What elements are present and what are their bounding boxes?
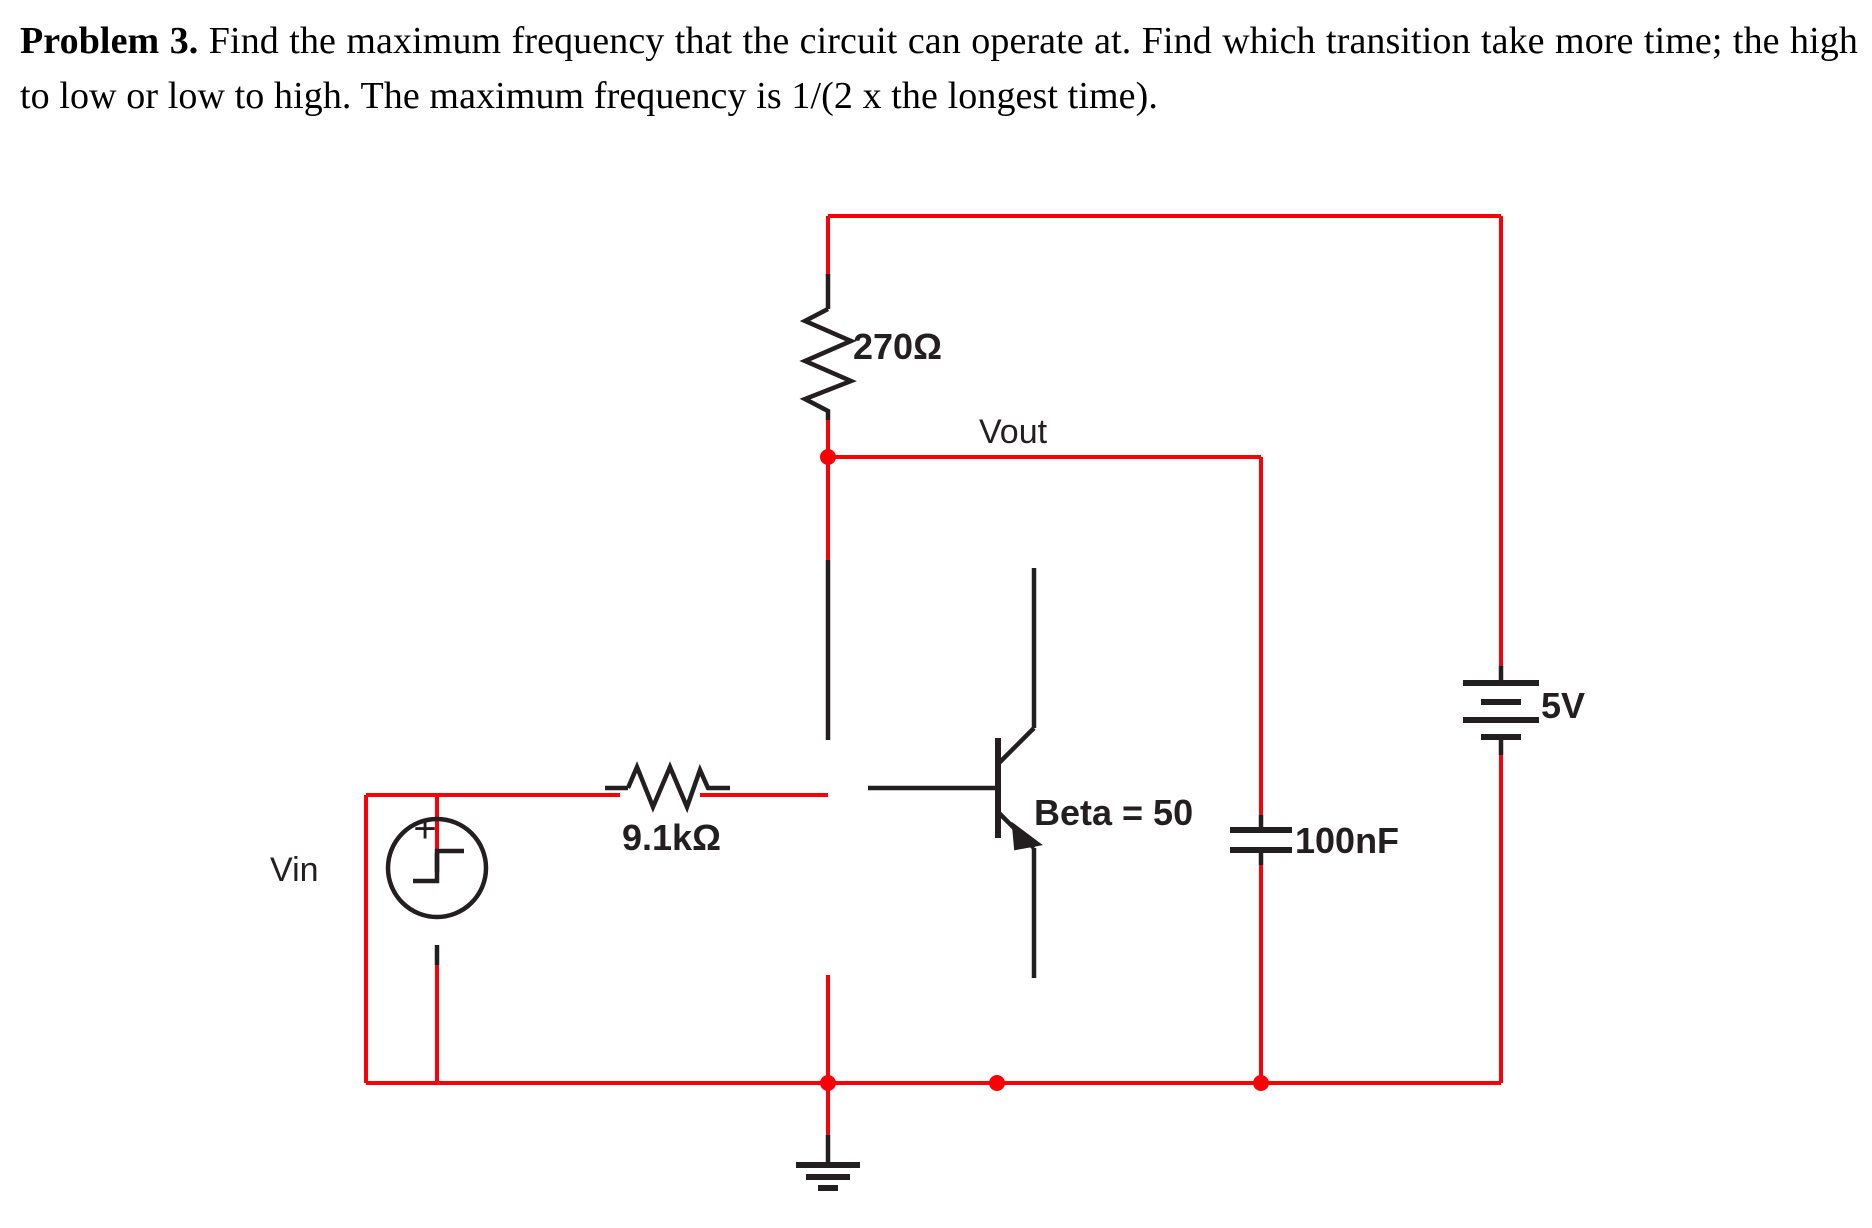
collector-resistor — [799, 274, 857, 420]
input-source-plus-sign: + — [413, 807, 436, 851]
collector-resistor-zigzag — [799, 307, 857, 420]
transistor-collector-slant — [996, 726, 1036, 766]
vout-label: Vout — [979, 413, 1048, 451]
load-capacitor — [1230, 815, 1292, 865]
problem-statement: Problem 3. Find the maximum frequency th… — [20, 14, 1858, 123]
input-source — [385, 816, 489, 965]
problem-label: Problem 3. — [20, 20, 209, 62]
transistor-beta-label: Beta = 50 — [1034, 792, 1193, 833]
base-resistor-label: 9.1kΩ — [622, 817, 721, 858]
input-source-label: Vin — [270, 851, 319, 889]
problem-body: Find the maximum frequency that the circ… — [20, 20, 1858, 117]
input-source-circle — [385, 816, 489, 920]
circuit-diagram: 270Ω Vout — [0, 175, 1872, 1228]
battery-label: 5V — [1541, 685, 1585, 726]
transistor-symbol — [868, 568, 1043, 978]
transistor-emitter-arrow — [1011, 821, 1043, 851]
capacitor-node-dot — [1253, 1075, 1269, 1091]
ground-node-dot — [989, 1075, 1005, 1091]
ground-symbol — [796, 1083, 860, 1191]
capacitor-label: 100nF — [1295, 820, 1399, 861]
vout-node-dot — [820, 449, 836, 465]
base-resistor-zigzag — [625, 761, 730, 814]
supply-battery — [1463, 666, 1539, 755]
schematic-svg: 270Ω Vout — [270, 214, 1585, 1191]
collector-resistor-label: 270Ω — [853, 326, 942, 367]
input-source-step-glyph — [413, 848, 464, 884]
base-resistor — [605, 761, 730, 814]
